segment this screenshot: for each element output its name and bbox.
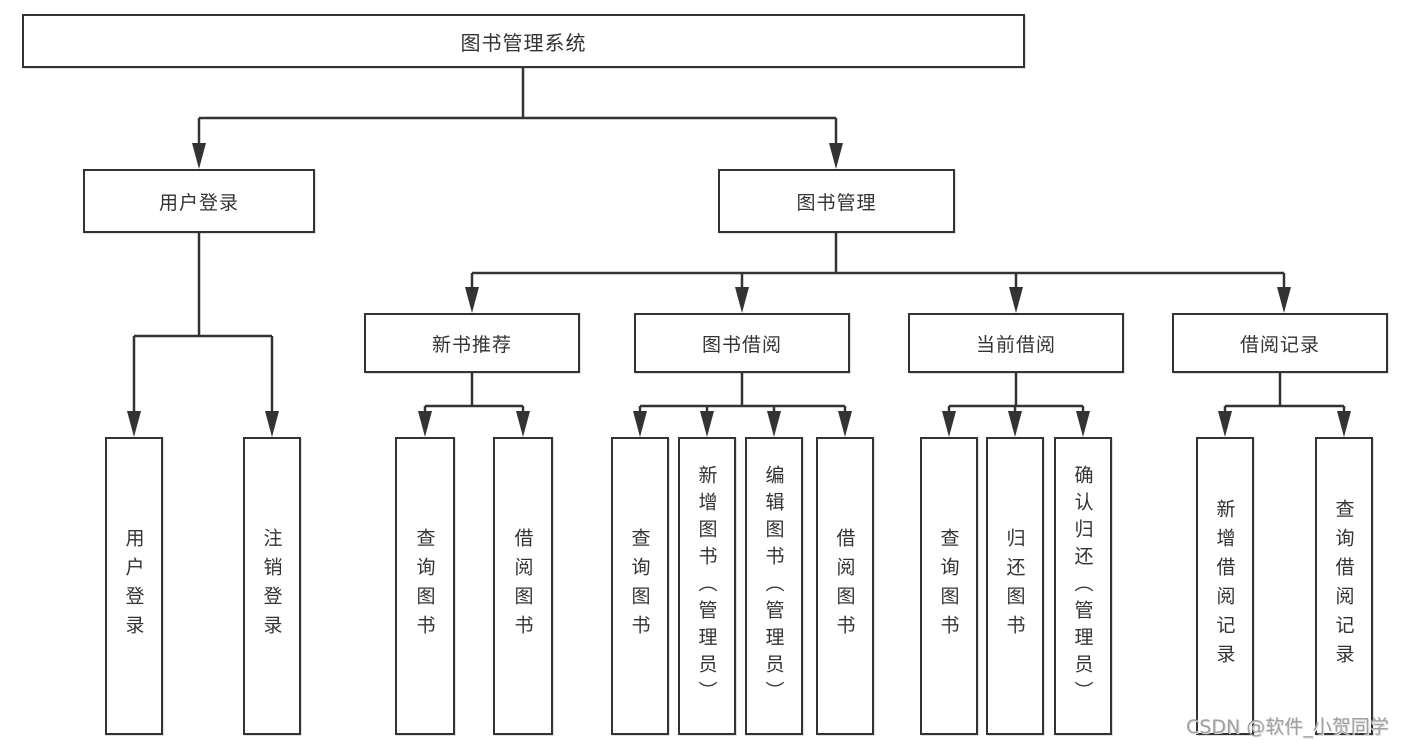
arrowhead [1008,411,1022,437]
leaf-edit-book-admin: 编辑图书（管理员） [745,437,803,735]
arrowhead [942,411,956,437]
edge-userlogin-branch [132,233,274,415]
arrowhead [829,143,843,169]
node-book-borrow: 图书借阅 [634,313,850,373]
leaf-logout: 注销登录 [243,437,301,735]
leaf-add-book-admin: 新增图书（管理员） [678,437,736,735]
watermark: CSDN @软件_小贺同学 [1186,716,1389,738]
arrowhead [1277,287,1291,313]
node-current-borrow: 当前借阅 [908,313,1124,373]
leaf-borrow-book: 借阅图书 [816,437,874,735]
edge-borrowrecord-branch [1223,373,1346,415]
arrowhead [767,411,781,437]
arrowhead [1218,411,1232,437]
edge-bookborrow-branch [638,373,847,415]
leaf-query-book-recommend: 查询图书 [395,437,455,735]
arrowhead [1076,411,1090,437]
node-book-management: 图书管理 [718,169,955,233]
leaf-query-book-borrow: 查询图书 [611,437,669,735]
edge-bookmgmt-branch [470,233,1286,291]
edge-root-branch [197,68,838,147]
node-library-management-system: 图书管理系统 [22,14,1025,68]
edge-currentborrow-branch [947,373,1085,415]
leaf-add-borrow-record: 新增借阅记录 [1196,437,1254,735]
edge-newbook-branch [423,373,525,415]
leaf-user-login: 用户登录 [105,437,163,735]
arrowhead [735,287,749,313]
node-user-login: 用户登录 [83,169,315,233]
arrowhead [633,411,647,437]
arrowhead [465,287,479,313]
leaf-confirm-return-admin: 确认归还（管理员） [1054,437,1112,735]
node-new-book-recommend: 新书推荐 [364,313,580,373]
leaf-return-book: 归还图书 [986,437,1044,735]
arrowhead [1337,411,1351,437]
arrowhead [127,411,141,437]
arrowhead [265,411,279,437]
node-borrow-record: 借阅记录 [1172,313,1388,373]
leaf-query-book-current: 查询图书 [920,437,978,735]
arrowhead [700,411,714,437]
leaf-query-borrow-record: 查询借阅记录 [1315,437,1373,735]
arrowhead [192,143,206,169]
arrowhead [418,411,432,437]
arrowhead [838,411,852,437]
arrowhead [516,411,530,437]
arrowhead [1009,287,1023,313]
leaf-borrow-book-recommend: 借阅图书 [493,437,553,735]
